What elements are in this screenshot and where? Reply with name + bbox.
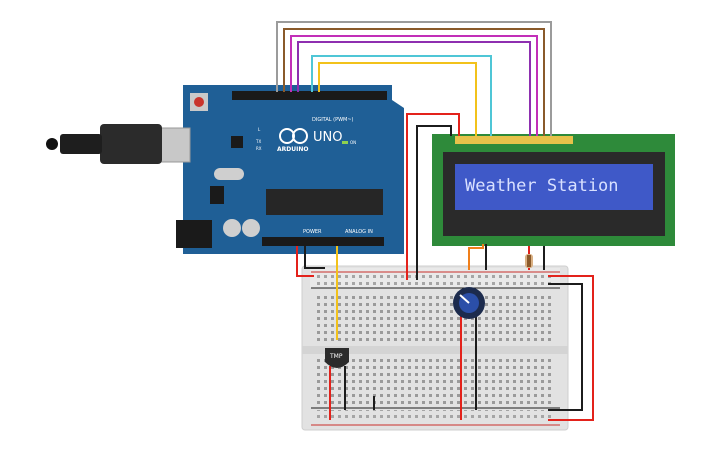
lcd-data-wires[interactable] bbox=[276, 21, 552, 136]
microcontroller-chip bbox=[266, 189, 383, 215]
arduino-brand: ARDUINO bbox=[277, 146, 308, 153]
arduino-logo-icon bbox=[279, 128, 308, 144]
tx-led-label: TX bbox=[255, 139, 261, 144]
analog-label: ANALOG IN bbox=[345, 229, 373, 235]
digital-header[interactable] bbox=[232, 91, 387, 100]
arduino-model: UNO bbox=[313, 130, 342, 145]
resistor[interactable] bbox=[525, 254, 533, 268]
lcd-text: Weather Station bbox=[465, 176, 619, 196]
sensor-label: TMP bbox=[329, 353, 343, 360]
temperature-sensor[interactable]: TMP bbox=[325, 348, 349, 368]
analog-power-header[interactable] bbox=[262, 237, 384, 246]
potentiometer[interactable] bbox=[453, 287, 485, 319]
lcd-screen bbox=[455, 164, 653, 210]
rx-led-label: RX bbox=[256, 146, 262, 151]
lcd-display[interactable]: Weather Station bbox=[432, 134, 675, 246]
arduino-board[interactable]: ARDUINO UNO DIGITAL (PWM~) POWER ANALOG … bbox=[46, 85, 404, 254]
lcd-pin-header[interactable] bbox=[455, 136, 573, 144]
l-led-label: L bbox=[258, 127, 261, 132]
on-led-label: ON bbox=[350, 140, 356, 145]
breadboard[interactable] bbox=[301, 265, 569, 431]
digital-label: DIGITAL (PWM~) bbox=[312, 117, 354, 123]
power-label: POWER bbox=[303, 229, 322, 235]
